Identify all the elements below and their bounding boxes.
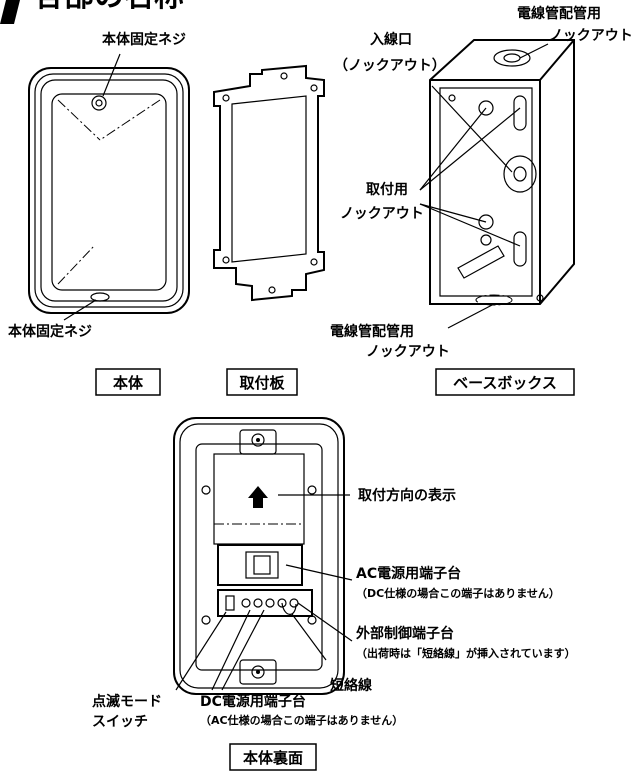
mount-plate-drawing [213,64,325,302]
body-rear-drawing [173,417,345,695]
label-body-screw-top: 本体固定ネジ [102,31,186,48]
box-body-rear-frame [229,743,317,771]
box-mount-plate: 取付板 [239,374,285,392]
title-group: 各部の名称 [0,0,184,24]
label-short-wire: 短絡線 [330,677,372,694]
page-title: 各部の名称 [33,0,184,14]
label-mount-knockout-2: ノックアウト [340,206,424,222]
box-body-rear: 本体裏面 [243,749,303,767]
label-dc-terminal: DC電源用端子台 [200,693,306,710]
label-blink-switch-1: 点滅モード [92,693,162,710]
box-body-frame [95,368,161,396]
top-labels: 本体固定ネジ 本体固定ネジ 入線口 （ノックアウト） 電線管配管用 ノックアウト… [8,5,633,360]
part-boxes: 本体 取付板 ベースボックス 本体裏面 [95,368,575,771]
label-ac-note: （DC仕様の場合この端子はありません） [356,586,560,600]
label-direction: 取付方向の表示 [358,487,456,504]
top-leader-lines [63,43,549,329]
base-box-drawing [429,39,575,306]
label-ac-terminal: AC電源用端子台 [356,565,461,582]
box-base-box-frame [435,368,575,396]
label-conduit-bottom-1: 電線管配管用 [330,323,414,340]
label-dc-note: （AC仕様の場合この端子はありません） [200,713,403,727]
title-marker [0,0,20,24]
terminal-block-screws [241,598,299,608]
blink-mode-switch [225,595,235,611]
label-conduit-top-2: ノックアウト [549,28,633,44]
label-conduit-top-1: 電線管配管用 [517,5,601,22]
rear-leader-lines [175,494,353,691]
label-ext-note: （出荷時は「短絡線」が挿入されています） [356,646,576,660]
label-ext-terminal: 外部制御端子台 [356,625,454,642]
box-base-box: ベースボックス [453,374,557,392]
label-inlet: 入線口 [370,31,412,48]
box-body: 本体 [113,374,144,392]
label-blink-switch-2: スイッチ [92,714,148,730]
label-mount-knockout-1: 取付用 [366,181,408,198]
label-inlet-knockout: （ノックアウト） [334,58,446,74]
rear-labels: 取付方向の表示 AC電源用端子台 （DC仕様の場合この端子はありません） 外部制… [92,487,576,730]
box-mount-plate-frame [226,368,298,396]
label-body-screw-bottom: 本体固定ネジ [8,323,92,340]
body-front-drawing [28,67,190,314]
label-conduit-bottom-2: ノックアウト [366,344,450,360]
short-wire-loop [281,602,297,615]
